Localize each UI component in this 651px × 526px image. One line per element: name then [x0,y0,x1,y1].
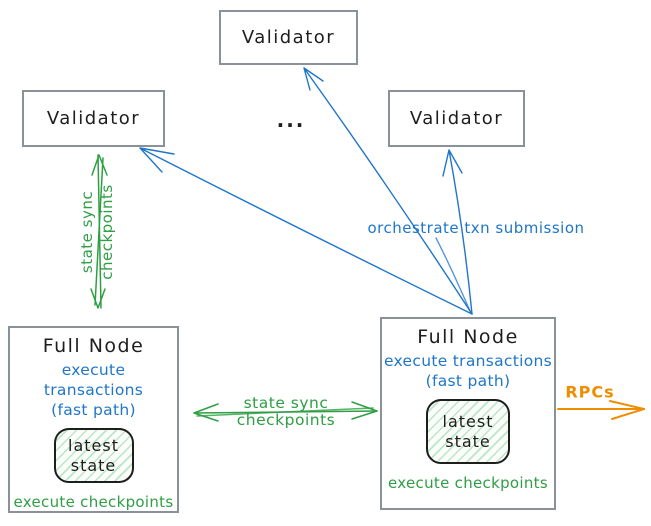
rpcs-label: RPCs [565,382,615,402]
latest-state-box-left: latest state [53,428,134,483]
state-sync-horizontal-label: state sync checkpoints [237,395,336,429]
validator-right-label: Validator [409,108,504,129]
full-node-box-left: Full Node execute transactions (fast pat… [8,326,179,513]
latest-state-box-right: latest state [426,399,510,464]
full-node-right-footer: execute checkpoints [388,474,548,492]
validator-top-label: Validator [241,27,336,48]
horizontal-arrow-head-right [351,401,378,420]
validator-box-right: Validator [388,90,525,147]
full-node-left-exec-line1: execute transactions [43,361,144,399]
validators-ellipsis: ... [276,108,306,132]
rpcs-arrow [557,400,645,420]
horizontal-arrow-head-left [193,403,219,422]
latest-state-right-line2: state [445,431,491,451]
full-node-right-exec-line2: (fast path) [425,372,511,390]
validator-box-left: Validator [22,90,165,147]
orchestrate-label: orchestrate txn submission [367,219,585,237]
latest-state-left-line1: latest [68,435,119,455]
full-node-left-exec: execute transactions (fast path) [10,360,177,420]
state-sync-vertical-line2: checkpoints [98,184,116,280]
full-node-left-title: Full Node [42,335,145,357]
full-node-right-exec: execute transactions (fast path) [384,351,552,391]
state-sync-vertical-line1: state sync [78,190,96,274]
state-sync-horizontal-line2: checkpoints [236,411,336,429]
vertical-arrow-head-top [91,154,108,176]
full-node-box-right: Full Node execute transactions (fast pat… [380,317,556,510]
validator-left-label: Validator [46,108,141,129]
full-node-left-exec-line2: (fast path) [51,401,136,419]
state-sync-horizontal-line1: state sync [243,394,329,412]
validator-box-top: Validator [219,10,358,65]
full-node-right-title: Full Node [417,326,519,348]
latest-state-right-line1: latest [442,411,494,431]
full-node-right-exec-line1: execute transactions [383,352,552,370]
rpcs-arrow-head [609,400,645,420]
vertical-arrow-head-bottom [90,288,106,309]
state-sync-vertical-label: state sync checkpoints [77,184,117,280]
arrow-sketch-stroke [435,237,471,312]
latest-state-left-line2: state [70,455,117,475]
full-node-left-footer: execute checkpoints [13,493,174,511]
